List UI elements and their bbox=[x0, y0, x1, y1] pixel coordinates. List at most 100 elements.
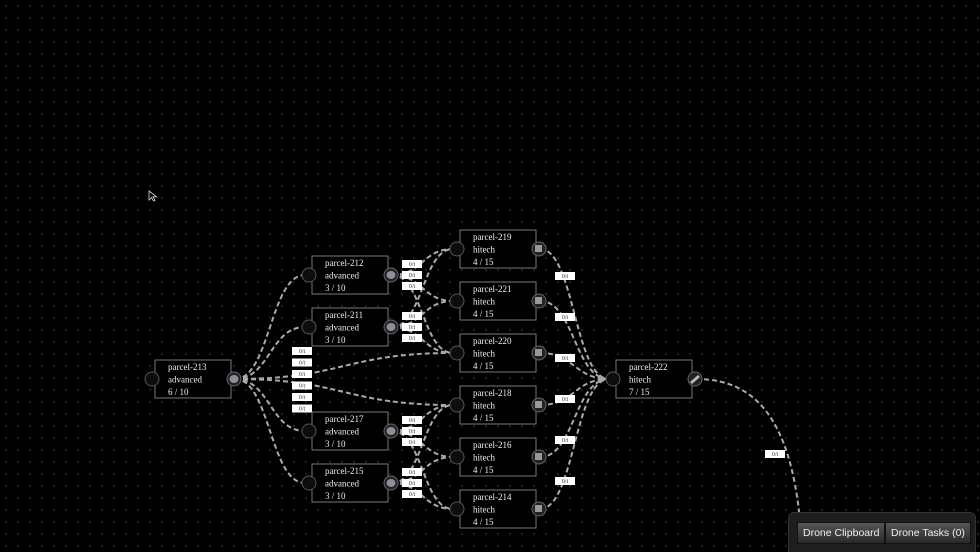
drone-clipboard-button[interactable]: Drone Clipboard bbox=[797, 522, 886, 544]
connection-edge bbox=[539, 378, 610, 406]
stone-icon[interactable] bbox=[383, 319, 399, 335]
cube-icon[interactable] bbox=[531, 397, 547, 413]
node-count: 6 / 10 bbox=[168, 387, 189, 397]
node-count: 7 / 15 bbox=[629, 387, 650, 397]
stone-icon[interactable] bbox=[383, 475, 399, 491]
svg-text:0/t: 0/t bbox=[562, 479, 569, 485]
node-count: 4 / 15 bbox=[473, 361, 494, 371]
edge-label: 0/t bbox=[765, 450, 785, 458]
input-port[interactable] bbox=[449, 397, 465, 413]
connection-edge bbox=[234, 378, 306, 484]
svg-text:0/t: 0/t bbox=[562, 397, 569, 403]
node-count: 4 / 15 bbox=[473, 257, 494, 267]
parcel-node-217[interactable]: parcel-217 advanced 3 / 10 bbox=[301, 411, 399, 451]
input-port[interactable] bbox=[301, 267, 317, 283]
edge-label: 0/t bbox=[402, 271, 422, 279]
cube-icon[interactable] bbox=[531, 501, 547, 517]
mouse-cursor-icon bbox=[148, 190, 158, 202]
connection-edge bbox=[391, 248, 454, 276]
node-name: parcel-221 bbox=[473, 284, 511, 294]
connection-edge bbox=[234, 274, 306, 380]
edge-label: 0/t bbox=[402, 479, 422, 487]
connection-edge bbox=[539, 378, 610, 458]
connection-edge bbox=[234, 326, 306, 380]
connection-edge bbox=[391, 404, 454, 432]
node-type: hitech bbox=[473, 453, 495, 463]
svg-text:0/t: 0/t bbox=[299, 384, 306, 390]
node-count: 4 / 15 bbox=[473, 413, 494, 423]
svg-text:0/t: 0/t bbox=[409, 273, 416, 279]
node-type: hitech bbox=[473, 401, 495, 411]
edge-label: 0/t bbox=[292, 404, 312, 413]
edge-label: 0/t bbox=[292, 370, 312, 378]
node-count: 3 / 10 bbox=[325, 439, 346, 449]
node-count: 3 / 10 bbox=[325, 491, 346, 501]
node-name: parcel-212 bbox=[325, 258, 363, 268]
stone-icon[interactable] bbox=[226, 371, 242, 387]
input-port[interactable] bbox=[301, 319, 317, 335]
input-port[interactable] bbox=[301, 475, 317, 491]
node-type: hitech bbox=[473, 297, 495, 307]
svg-text:0/t: 0/t bbox=[409, 314, 416, 320]
connection-edge bbox=[234, 352, 454, 380]
svg-text:0/t: 0/t bbox=[562, 274, 569, 280]
connection-edge bbox=[539, 352, 610, 380]
edge-label: 0/t bbox=[402, 438, 422, 446]
input-port[interactable] bbox=[449, 449, 465, 465]
node-name: parcel-218 bbox=[473, 388, 512, 398]
input-port[interactable] bbox=[301, 423, 317, 439]
edge-label: 0/t bbox=[555, 477, 575, 485]
svg-text:0/t: 0/t bbox=[772, 452, 779, 458]
svg-text:0/t: 0/t bbox=[409, 481, 416, 487]
node-name: parcel-219 bbox=[473, 232, 512, 242]
edge-label: 0/t bbox=[292, 381, 312, 390]
edge-label: 0/t bbox=[402, 468, 422, 476]
drone-tasks-button[interactable]: Drone Tasks (0) bbox=[885, 522, 971, 544]
edge-label: 0/t bbox=[555, 354, 575, 362]
edge-label: 0/t bbox=[555, 436, 575, 444]
input-port[interactable] bbox=[449, 241, 465, 257]
input-port[interactable] bbox=[144, 371, 160, 387]
cube-icon[interactable] bbox=[531, 345, 547, 361]
node-type: hitech bbox=[473, 349, 495, 359]
svg-text:0/t: 0/t bbox=[562, 356, 569, 362]
node-name: parcel-222 bbox=[629, 362, 667, 372]
stone-icon[interactable] bbox=[383, 267, 399, 283]
parcel-node-220[interactable]: parcel-220 hitech 4 / 15 bbox=[449, 333, 547, 373]
connection-edge bbox=[539, 248, 610, 380]
input-port[interactable] bbox=[449, 293, 465, 309]
node-type: advanced bbox=[325, 479, 359, 489]
cube-icon[interactable] bbox=[531, 449, 547, 465]
input-port[interactable] bbox=[449, 345, 465, 361]
edge-label: 0/t bbox=[402, 334, 422, 342]
node-type: advanced bbox=[325, 427, 359, 437]
node-name: parcel-217 bbox=[325, 414, 364, 424]
node-name: parcel-215 bbox=[325, 466, 364, 476]
input-port[interactable] bbox=[449, 501, 465, 517]
svg-text:0/t: 0/t bbox=[409, 336, 416, 342]
edge-label: 0/t bbox=[402, 312, 422, 320]
parcel-node-215[interactable]: parcel-215 advanced 3 / 10 bbox=[301, 463, 399, 503]
cube-icon[interactable] bbox=[531, 293, 547, 309]
node-name: parcel-220 bbox=[473, 336, 512, 346]
edge-label: 0/t bbox=[292, 358, 312, 367]
node-name: parcel-213 bbox=[168, 362, 207, 372]
svg-text:0/t: 0/t bbox=[409, 284, 416, 290]
parcel-node-218[interactable]: parcel-218 hitech 4 / 15 bbox=[449, 385, 547, 425]
edge-label: 0/t bbox=[292, 393, 312, 401]
input-port[interactable] bbox=[605, 371, 621, 387]
chip-icon[interactable] bbox=[687, 371, 703, 387]
svg-text:0/t: 0/t bbox=[409, 262, 416, 268]
cube-icon[interactable] bbox=[531, 241, 547, 257]
connection-edge bbox=[695, 378, 801, 521]
stone-icon[interactable] bbox=[383, 423, 399, 439]
